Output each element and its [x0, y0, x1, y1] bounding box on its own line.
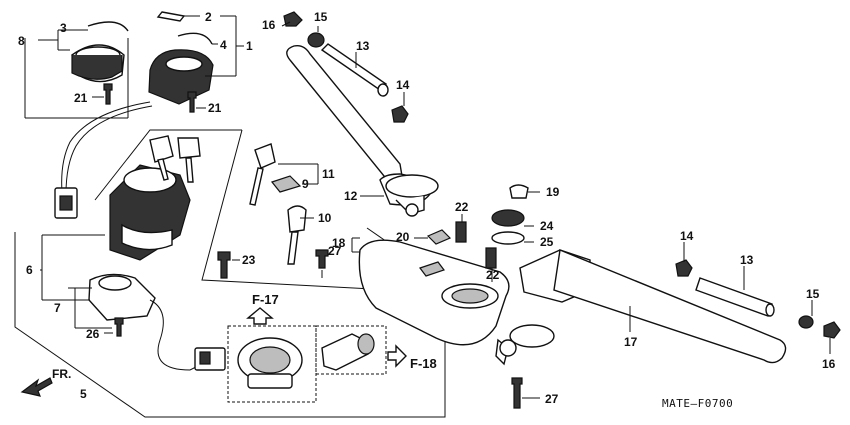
ref-f18: F-18 [410, 356, 437, 371]
callout-3: 3 [60, 21, 67, 35]
callout-12: 12 [344, 189, 358, 203]
diagram-code: MATE—F0700 [662, 397, 733, 410]
callout-7: 7 [54, 301, 61, 315]
callout-17: 17 [624, 335, 638, 349]
callout-20: 20 [396, 230, 410, 244]
callout-13b: 13 [740, 253, 754, 267]
callout-21b: 21 [208, 101, 222, 115]
callout-16b: 16 [822, 357, 836, 371]
callout-labels: 8 3 2 4 1 21 21 6 7 26 23 5 11 9 10 16 1… [18, 10, 836, 406]
callout-18: 18 [332, 236, 346, 250]
ignition-switch-group [14, 129, 446, 418]
callout-24: 24 [540, 219, 554, 233]
front-arrow [20, 377, 53, 397]
callout-22b: 22 [486, 268, 500, 282]
callout-23: 23 [242, 253, 256, 267]
key-group [249, 143, 319, 265]
callout-8: 8 [18, 34, 25, 48]
callout-27b: 27 [545, 392, 559, 406]
callout-27a: 27 [328, 244, 342, 258]
front-label: FR. [52, 367, 71, 381]
callout-25: 25 [540, 235, 554, 249]
callout-19: 19 [546, 185, 560, 199]
callout-10: 10 [318, 211, 332, 225]
callout-14b: 14 [680, 229, 694, 243]
callout-21a: 21 [74, 91, 88, 105]
callout-15a: 15 [314, 10, 328, 24]
callout-9: 9 [302, 177, 309, 191]
right-handlebar-group [519, 242, 841, 364]
top-bridge-group [315, 184, 555, 409]
callout-2: 2 [205, 10, 212, 24]
callout-1: 1 [246, 39, 253, 53]
callout-11: 11 [322, 167, 335, 181]
reference-boxes [227, 307, 407, 403]
callout-15b: 15 [806, 287, 820, 301]
callout-6: 6 [26, 263, 33, 277]
ignition-cover-group [24, 11, 244, 219]
callout-4: 4 [220, 38, 227, 52]
callout-5: 5 [80, 387, 87, 401]
left-handlebar-group [281, 11, 439, 217]
callout-26: 26 [86, 327, 100, 341]
callout-22a: 22 [455, 200, 469, 214]
callout-13a: 13 [356, 39, 370, 53]
callout-16a: 16 [262, 18, 276, 32]
ref-f17: F-17 [252, 292, 279, 307]
callout-14a: 14 [396, 78, 410, 92]
